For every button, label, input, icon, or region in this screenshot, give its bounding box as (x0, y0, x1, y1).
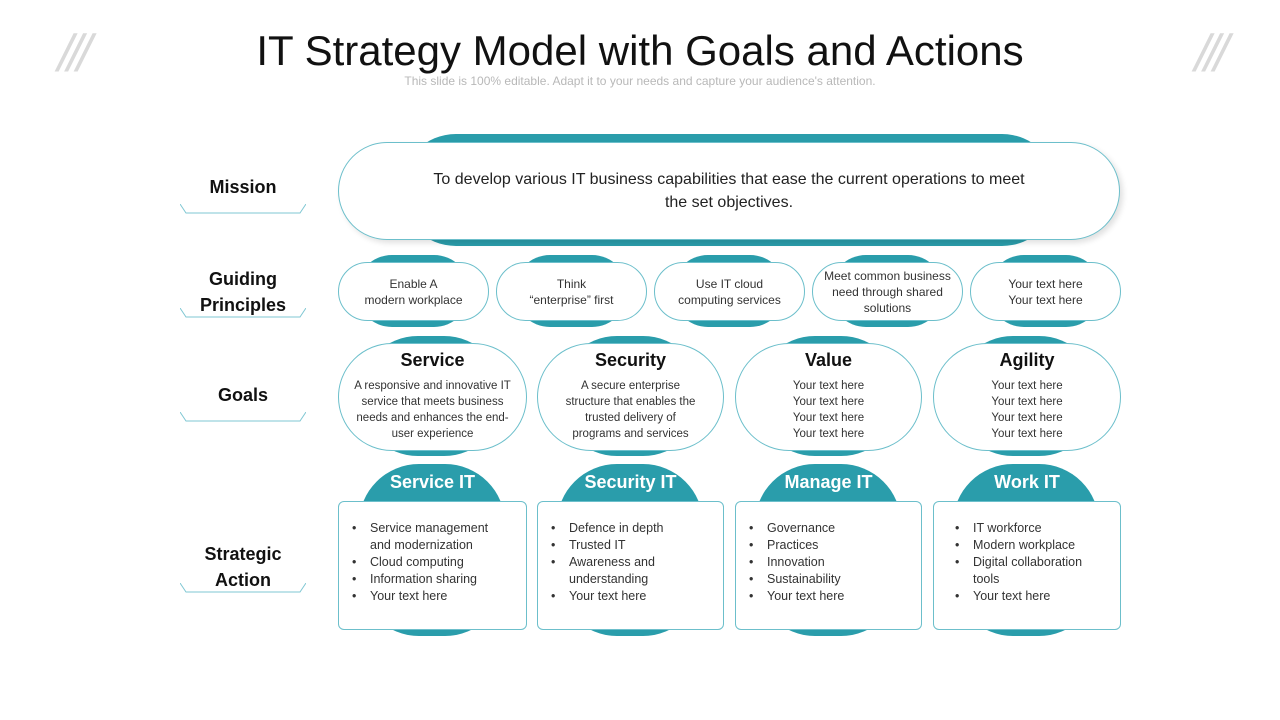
action-item: Digital collaboration (953, 554, 1117, 571)
action-item: Innovation (747, 554, 917, 571)
goal-line: Your text here (991, 396, 1063, 408)
principle-line: Your text here (1008, 276, 1083, 291)
principle-text: Think“enterprise” first (496, 262, 647, 321)
principle-line: need through shared (832, 284, 943, 299)
principle-line: Enable A (389, 276, 438, 291)
goal-line: trusted delivery of (585, 412, 676, 424)
goal-title: Agility (999, 350, 1055, 370)
row-label-text: Strategic (204, 544, 282, 564)
goal-description: A secure enterprise structure that enable… (537, 378, 724, 442)
action-list: IT workforce Modern workplace Digital co… (953, 520, 1117, 605)
goal-line: needs and enhances the end- (356, 412, 509, 424)
principle-line: Your text here (1008, 292, 1083, 307)
action-item: Governance (747, 520, 917, 537)
row-label-text: Goals (217, 385, 269, 405)
principle-pill (338, 262, 489, 321)
action-item: Your text here (350, 588, 522, 605)
action-item: Your text here (953, 588, 1117, 605)
row-label-text: Action (215, 570, 271, 590)
goal-line: Your text here (991, 412, 1063, 424)
goal-line: user experience (391, 428, 474, 440)
goal-line: Your text here (991, 428, 1063, 440)
goal-line: Your text here (792, 380, 865, 392)
goal-card (933, 343, 1121, 451)
goal-title: Value (804, 350, 853, 370)
action-item-continuation: tools (973, 572, 1000, 586)
action-list: Service management and modernization Clo… (350, 520, 522, 605)
row-label-goals: Goals (180, 382, 306, 408)
action-item: Practices (747, 537, 917, 554)
action-list: Governance Practices Innovation Sustaina… (747, 520, 917, 605)
principle-line: Meet common business (824, 268, 951, 283)
goal-line: Your text here (792, 412, 865, 424)
action-item: Information sharing (350, 571, 522, 588)
action-item: Defence in depth (549, 520, 719, 537)
goal-line: Your text here (792, 428, 865, 440)
goal-line: Your text here (991, 380, 1063, 392)
goal-card (537, 343, 724, 451)
action-item: Trusted IT (549, 537, 719, 554)
mission-statement: To develop various IT business capabilit… (433, 171, 1025, 211)
row-label-guiding-principles: Guiding Principles (180, 266, 306, 318)
row-label-mission: Mission (180, 174, 306, 200)
row-label-strategic-action: Strategic Action (180, 541, 306, 593)
action-item: Awareness and (549, 554, 719, 571)
goal-line: structure that enables the (565, 396, 696, 408)
principle-pill (812, 262, 963, 321)
action-item-continuation: and modernization (370, 538, 473, 552)
goal-card (735, 343, 922, 451)
principle-line: Think (556, 276, 587, 291)
principle-pill (654, 262, 805, 321)
action-item: Sustainability (747, 571, 917, 588)
principle-pill (970, 262, 1121, 321)
goal-line: service that meets business (361, 396, 504, 408)
goal-line: programs and services (572, 428, 689, 440)
mission-box (338, 142, 1120, 240)
label-underline (180, 412, 306, 422)
page-subtitle: This slide is 100% editable. Adapt it to… (404, 74, 876, 88)
goal-title: Security (594, 350, 667, 370)
goal-description: A responsive and innovative IT service th… (338, 378, 527, 442)
principle-line: Use IT cloud (695, 276, 764, 291)
goal-card (338, 343, 527, 451)
action-title: Service IT (389, 472, 476, 492)
action-item: Service management (350, 520, 522, 537)
goal-title: Service (400, 350, 465, 370)
row-label-text: Mission (209, 177, 277, 197)
action-item: Modern workplace (953, 537, 1117, 554)
action-item: Your text here (747, 588, 917, 605)
action-title: Manage IT (784, 472, 873, 492)
action-title: Work IT (994, 472, 1060, 492)
goal-line: A responsive and innovative IT (354, 380, 511, 392)
principle-line: solutions (863, 300, 912, 315)
label-underline (180, 204, 306, 214)
goal-line: A secure enterprise (580, 380, 681, 392)
principle-line: “enterprise” first (529, 292, 614, 307)
page-title: IT Strategy Model with Goals and Actions (256, 27, 1024, 74)
label-underline (180, 583, 306, 593)
action-item-continuation: understanding (569, 572, 649, 586)
principle-pill (496, 262, 647, 321)
action-item: Your text here (549, 588, 719, 605)
action-list: Defence in depth Trusted IT Awareness an… (549, 520, 719, 605)
goal-line: Your text here (792, 396, 865, 408)
action-item: IT workforce (953, 520, 1117, 537)
row-label-text: Principles (199, 295, 287, 315)
action-title: Security IT (584, 472, 677, 492)
action-item: Cloud computing (350, 554, 522, 571)
label-underline (180, 308, 306, 318)
row-label-text: Guiding (209, 269, 277, 289)
principle-line: modern workplace (364, 292, 463, 307)
principle-line: computing services (678, 292, 781, 307)
